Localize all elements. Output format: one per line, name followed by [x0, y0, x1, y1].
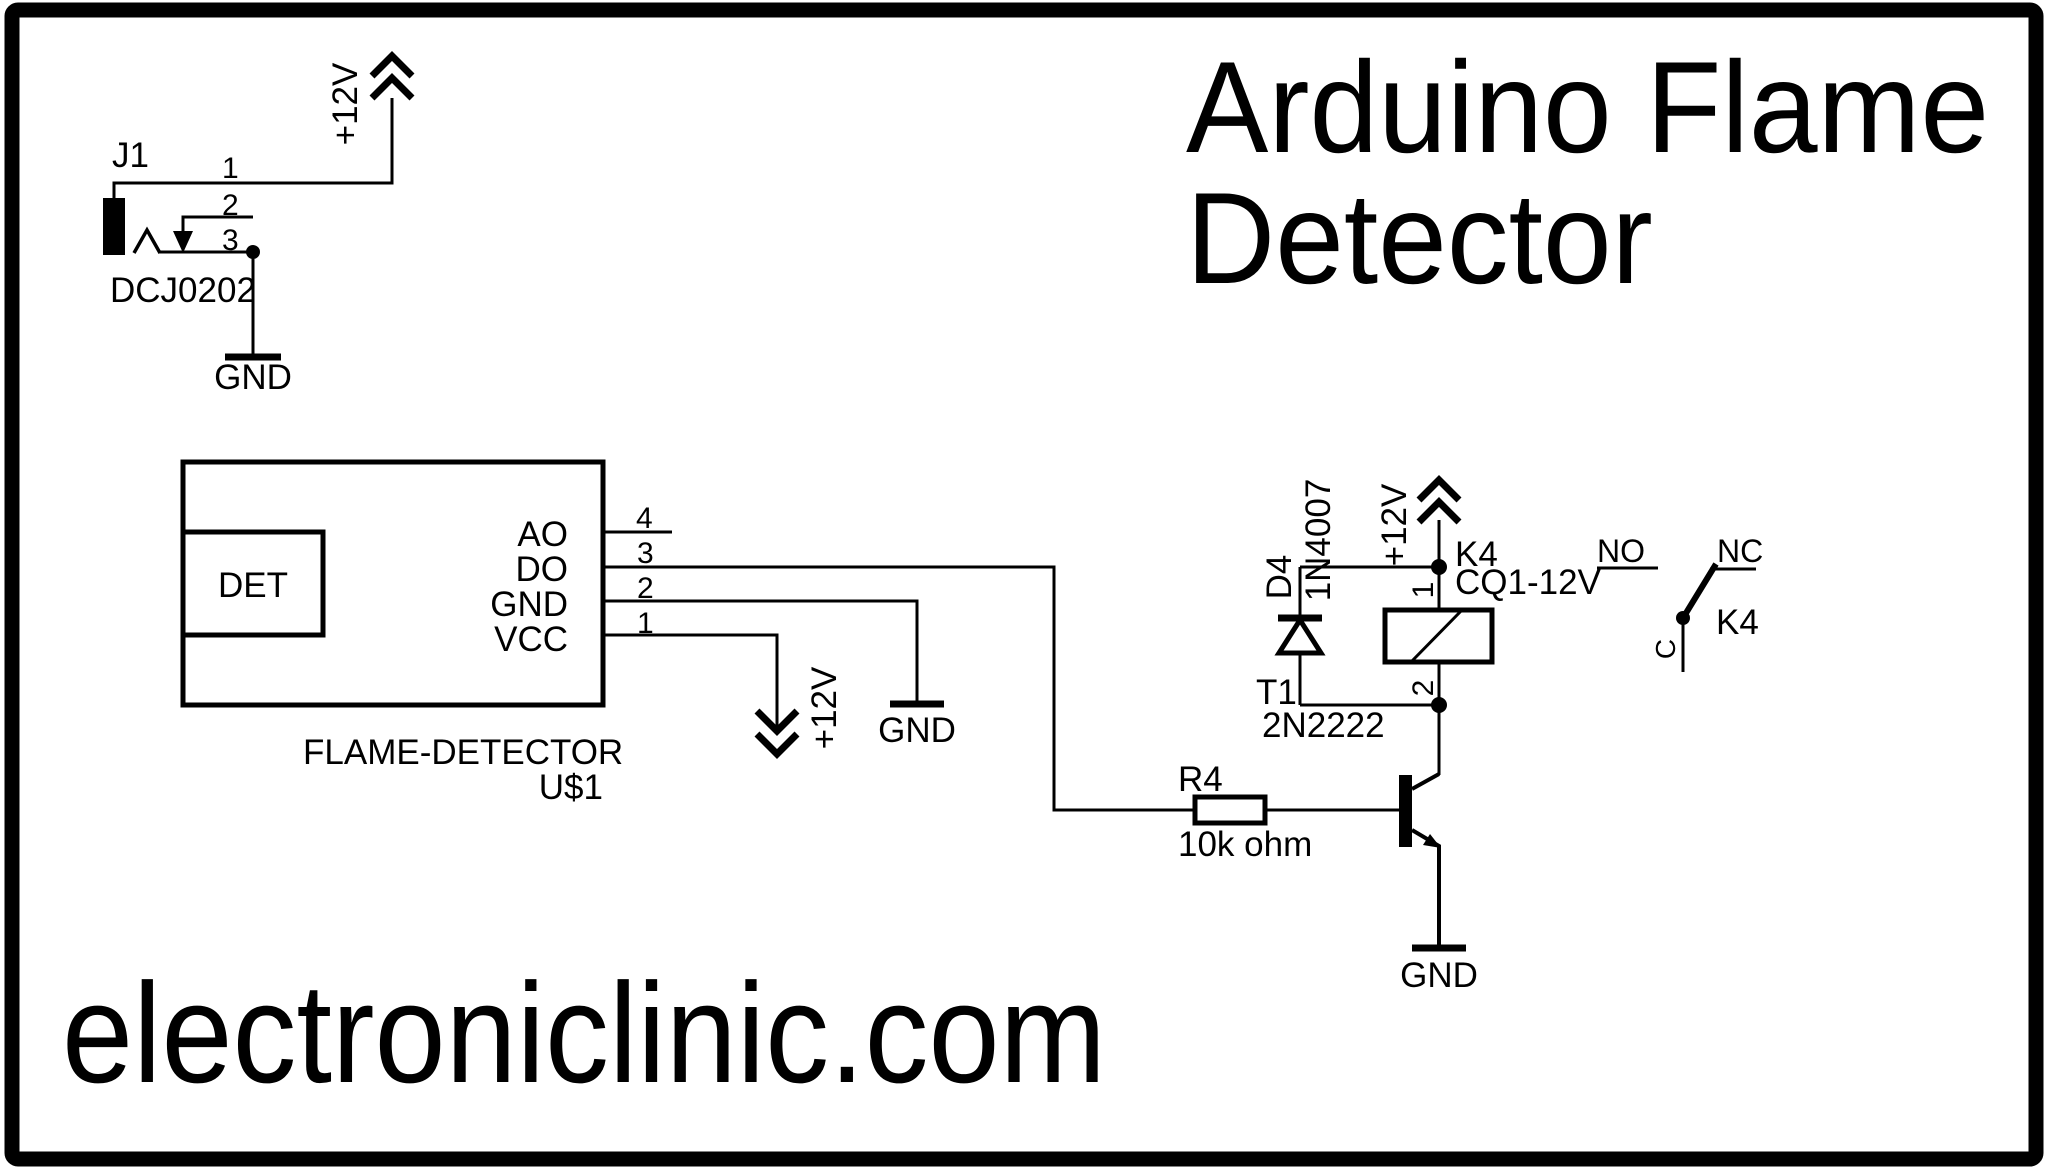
t1-value-label: 2N2222: [1262, 706, 1385, 745]
watermark-text: electroniclinic.com: [62, 954, 1107, 1113]
diode-triangle: [1274, 615, 1326, 656]
relay-power-arrow-up-icon: [1416, 475, 1462, 525]
t1-ref-label: T1: [1256, 673, 1297, 712]
j1-pin3-number: 3: [222, 224, 239, 257]
resistor-body: [1192, 794, 1268, 826]
det-block-label: DET: [218, 566, 288, 605]
pin2-number: 2: [637, 572, 654, 605]
j1-pin1-wire: [112, 98, 394, 198]
k4-value-label: CQ1-12V: [1455, 563, 1601, 602]
j1-pin2-wire: [181, 215, 253, 233]
coil-pin2-number: 2: [1407, 679, 1440, 697]
transistor-emitter-wire: [1410, 828, 1441, 947]
emitter-arrow-icon: [1423, 834, 1441, 848]
gnd1-label: GND: [214, 358, 292, 397]
title-line1: Arduino Flame: [1186, 34, 1990, 180]
j1-ref-label: J1: [112, 136, 149, 175]
fd-pin2-wire: [603, 599, 919, 704]
rail3-label: +12V: [1375, 483, 1414, 567]
relay-coil-diagonal: [1409, 608, 1464, 664]
pin3-number: 3: [637, 537, 654, 570]
rail1-label: +12V: [326, 62, 365, 146]
power-arrow-up-icon: [369, 51, 415, 101]
fd-ref-label: U$1: [538, 768, 603, 807]
r4-ref-label: R4: [1178, 760, 1223, 799]
relay-top-junction-dot: [1431, 559, 1447, 575]
pin4-number: 4: [636, 502, 653, 535]
pin-ao-name: AO: [517, 515, 568, 554]
j1-pin1-number: 1: [222, 152, 239, 185]
rail2-label: +12V: [805, 666, 844, 750]
dc-jack-body: [103, 198, 125, 255]
pin-gnd-name: GND: [490, 585, 568, 624]
d4-ref-label: D4: [1260, 554, 1299, 600]
frame-border: [4, 2, 2044, 1167]
pin-vcc-name: VCC: [494, 620, 568, 659]
transistor-collector-wire: [1411, 772, 1440, 791]
j1-value-label: DCJ0202: [110, 271, 256, 310]
pin1-number: 1: [637, 607, 654, 640]
fd-pin1-wire: [603, 633, 779, 728]
k4-ref-label: K4: [1455, 535, 1498, 574]
fd-value-label: FLAME-DETECTOR: [303, 733, 624, 772]
transistor-base-bar: [1399, 775, 1412, 847]
gnd3-label: GND: [1400, 956, 1478, 995]
title-line2: Detector: [1186, 165, 1653, 311]
contact-ref-label: K4: [1716, 603, 1759, 642]
d4-value-label: 1N4007: [1299, 478, 1338, 602]
power-arrow-down-icon: [754, 708, 800, 759]
j1-pin2-number: 2: [222, 189, 239, 222]
contact-no-label: NO: [1597, 533, 1645, 569]
coil-pin1-number: 1: [1407, 581, 1440, 599]
contact-nc-label: NC: [1717, 533, 1764, 569]
r4-value-label: 10k ohm: [1178, 825, 1313, 864]
contact-blade: [1680, 562, 1719, 620]
contact-c-label: C: [1650, 638, 1681, 660]
pin-do-name: DO: [515, 550, 569, 589]
j1-switch-caret-icon: [132, 226, 162, 254]
page-title: Arduino Flame Detector: [1186, 42, 1989, 304]
det-block-box: [180, 529, 326, 638]
gnd2-label: GND: [878, 711, 956, 750]
fd-pin3-wire: [603, 565, 1195, 812]
j1-pin2-arrow-icon: [173, 231, 193, 253]
relay-bottom-junction-dot: [1431, 697, 1447, 713]
